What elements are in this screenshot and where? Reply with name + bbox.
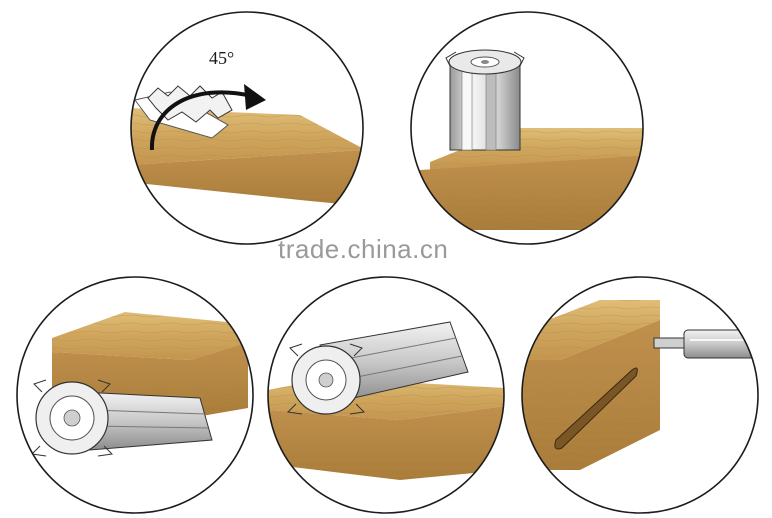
- rotation-arrow-icon: [149, 90, 253, 151]
- panel-vertical-cutter: [410, 11, 644, 245]
- watermark: trade.china.cn: [278, 234, 448, 264]
- vertical-cutter-icon: [445, 49, 525, 151]
- panel-slot-drill: [521, 276, 759, 514]
- planer-head-icon: [286, 321, 469, 415]
- panel-surface-cutter: [267, 276, 505, 514]
- router-bit-icon: [653, 329, 758, 359]
- angle-label: 45°: [209, 48, 234, 68]
- panel-under-cutter: [16, 276, 254, 514]
- panel-bevel-cut: 45°: [130, 11, 364, 245]
- bevel-cutter-icon: [147, 85, 233, 123]
- planer-head-icon: [30, 379, 213, 457]
